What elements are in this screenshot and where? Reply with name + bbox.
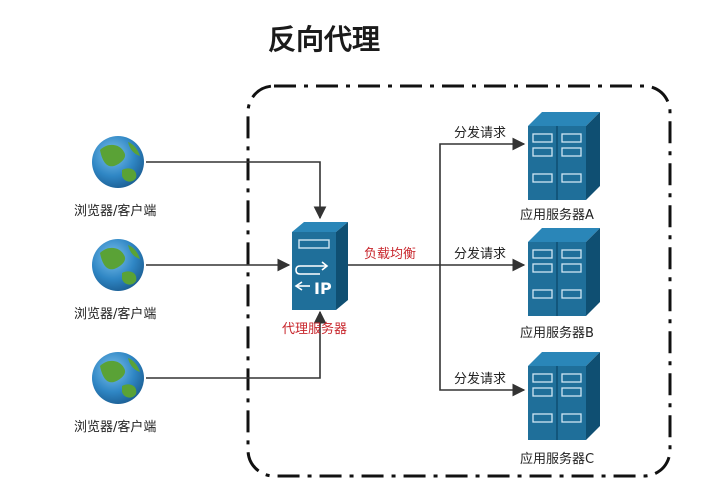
edge-label-c: 分发请求 [454,372,507,387]
server-b-icon [528,228,600,316]
edge-client-3-to-proxy [146,310,327,379]
client-globe-3 [92,352,144,404]
server-a-label: 应用服务器A [520,208,594,223]
server-a-icon [528,112,600,200]
server-c-label: 应用服务器C [520,452,595,467]
edge-label-a: 分发请求 [454,126,507,141]
page-title: 反向代理 [268,23,381,56]
server-b-label: 应用服务器B [520,326,594,341]
client-globe-1 [92,136,144,188]
data-center-boundary [246,84,672,478]
client-label-2: 浏览器/客户端 [74,307,157,322]
load-balance-label: 负载均衡 [364,247,417,262]
proxy-label: 代理服务器 [282,322,348,337]
edge-client-1-to-proxy [146,161,327,220]
edge-to-server-c [439,265,526,397]
client-label-3: 浏览器/客户端 [74,420,157,435]
server-c-icon [528,352,600,440]
proxy-server-icon [292,222,348,310]
edge-to-server-a [439,137,526,265]
proxy-ip-badge: IP [314,279,332,298]
client-globe-2 [92,239,144,291]
client-label-1: 浏览器/客户端 [74,204,157,219]
edge-label-b: 分发请求 [454,247,507,262]
